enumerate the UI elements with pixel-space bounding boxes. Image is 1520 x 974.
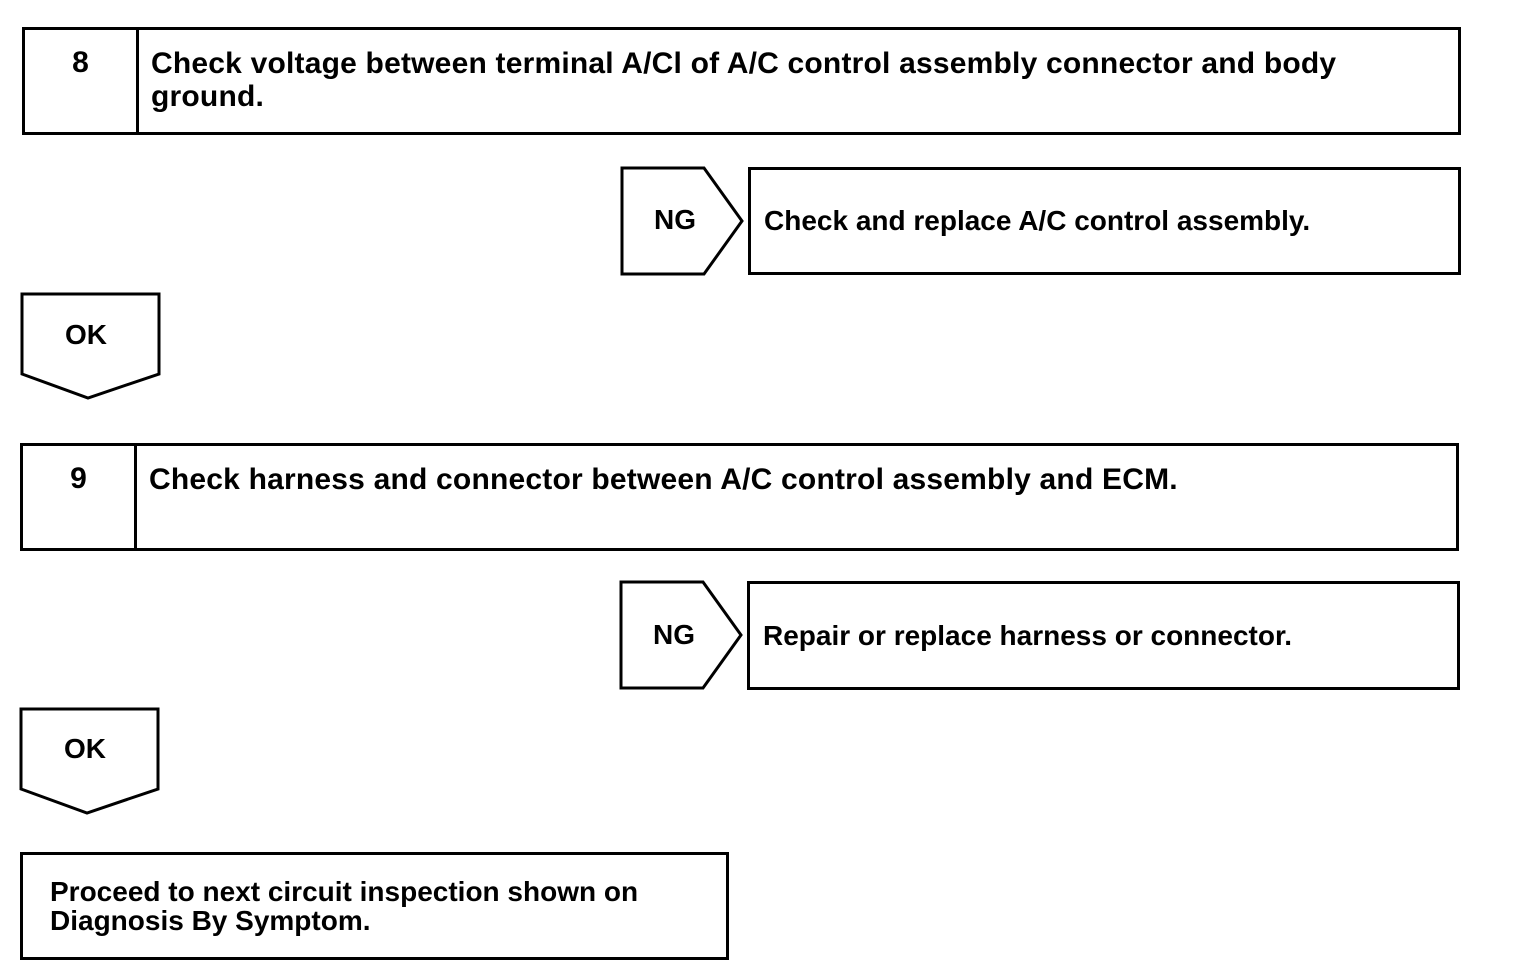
ng-action-9: Repair or replace harness or connector. [747, 581, 1460, 690]
ng-action-9-text: Repair or replace harness or connector. [763, 619, 1293, 651]
ng-label-8: NG [654, 204, 696, 235]
ng-arrow-9 [619, 580, 743, 690]
final-action-text: Proceed to next circuit inspection shown… [50, 876, 639, 936]
step-8-number: 8 [25, 30, 139, 132]
ng-action-8: Check and replace A/C control assembly. [748, 167, 1461, 275]
ok-arrow-9 [19, 707, 160, 815]
ok-label-8: OK [65, 319, 107, 350]
final-action-box: Proceed to next circuit inspection shown… [20, 852, 729, 960]
ok-arrow-8 [20, 292, 161, 400]
ok-label-9: OK [64, 733, 106, 764]
step-9-text: Check harness and connector between A/C … [149, 463, 1178, 496]
ng-label-9: NG [653, 619, 695, 650]
step-9-box: 9 Check harness and connector between A/… [20, 443, 1459, 551]
step-8-text: Check voltage between terminal A/Cl of A… [151, 47, 1337, 113]
ng-action-8-text: Check and replace A/C control assembly. [764, 205, 1311, 236]
ng-arrow-8 [620, 166, 744, 276]
step-9-number: 9 [23, 446, 137, 548]
step-8-box: 8 Check voltage between terminal A/Cl of… [22, 27, 1461, 135]
